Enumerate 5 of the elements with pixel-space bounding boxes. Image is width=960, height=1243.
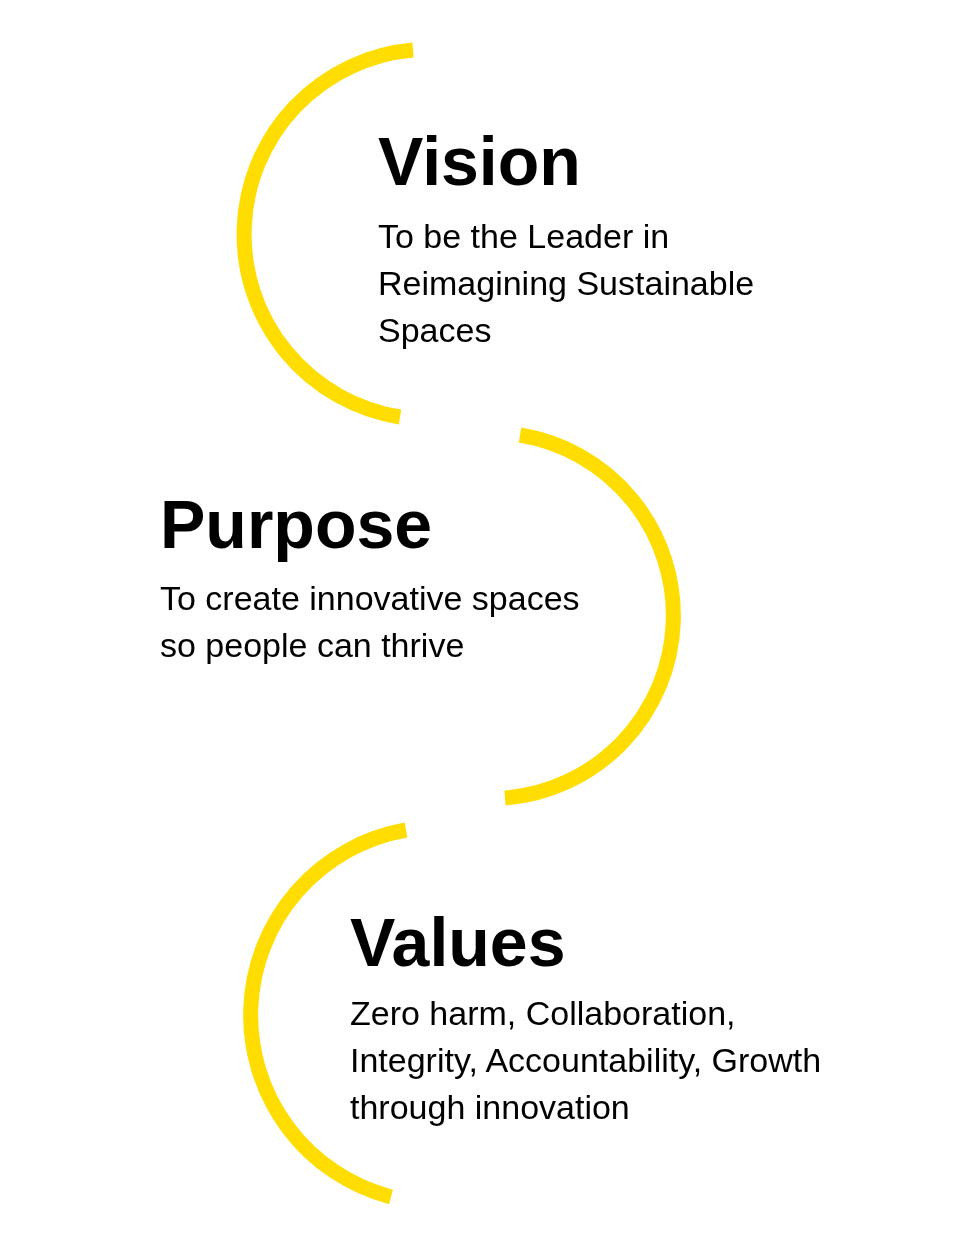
heading: Vision [378, 127, 581, 195]
description-text: To be the Leader in Reimagining Sustainable Spaces [378, 216, 756, 351]
description-text: Zero harm, Collaboration, Integrity, Accountability, Growth through innovation [350, 993, 823, 1128]
description-text: To create innovative spaces so people can thrive [160, 578, 580, 666]
heading: Values [350, 908, 566, 976]
